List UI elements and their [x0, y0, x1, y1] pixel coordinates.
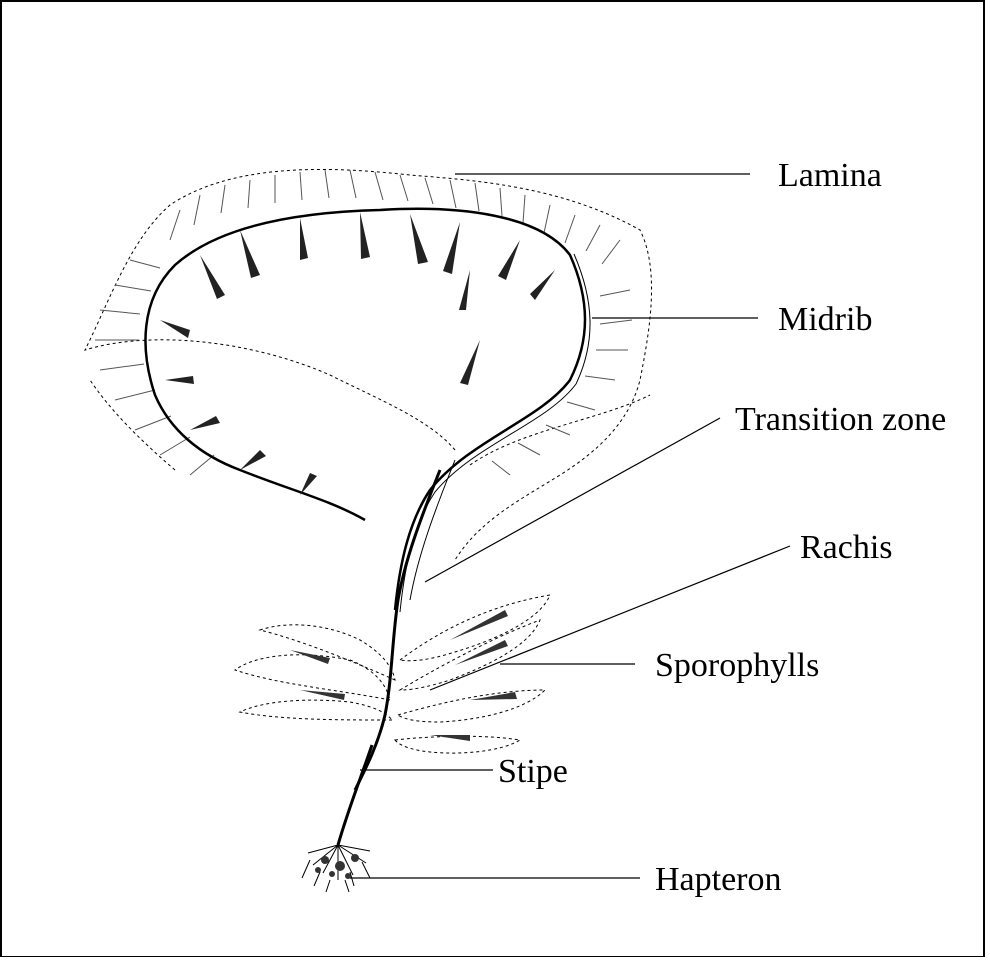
leader-transition-zone	[425, 418, 720, 582]
label-stipe: Stipe	[498, 753, 568, 790]
label-transition-zone: Transition zone	[735, 401, 946, 438]
rachis-axis	[355, 460, 455, 790]
leader-lines	[350, 174, 790, 878]
stipe	[338, 745, 372, 845]
label-rachis: Rachis	[800, 529, 893, 566]
sporophylls	[235, 595, 550, 753]
lamina-outline	[85, 169, 652, 560]
label-lamina: Lamina	[778, 157, 882, 194]
label-sporophylls: Sporophylls	[655, 647, 819, 684]
midrib-detail	[160, 212, 555, 495]
label-hapteron: Hapteron	[655, 861, 782, 898]
label-midrib: Midrib	[778, 301, 872, 338]
midrib	[145, 209, 590, 612]
sporophyll-shading	[290, 610, 517, 741]
